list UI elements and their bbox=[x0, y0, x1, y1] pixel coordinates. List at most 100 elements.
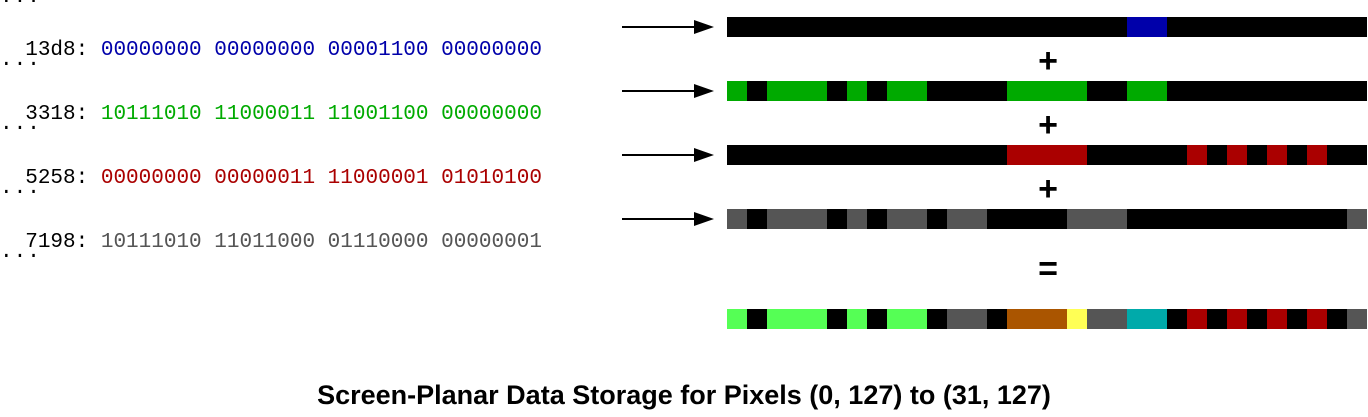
pixel bbox=[1247, 145, 1267, 165]
pixel bbox=[1187, 17, 1207, 37]
pixel bbox=[947, 309, 967, 329]
pixel bbox=[867, 145, 887, 165]
pixel bbox=[747, 209, 767, 229]
pixel bbox=[947, 81, 967, 101]
pixel bbox=[1307, 209, 1327, 229]
pixel bbox=[747, 17, 767, 37]
ellipsis: ... bbox=[0, 113, 41, 136]
pixel bbox=[807, 81, 827, 101]
pixel bbox=[1227, 81, 1247, 101]
pixel bbox=[787, 17, 807, 37]
pixel bbox=[1047, 17, 1067, 37]
plane-address: 7198: bbox=[25, 231, 89, 254]
pixel bbox=[1227, 209, 1247, 229]
pixel bbox=[987, 81, 1007, 101]
pixel-strip-red-plane bbox=[727, 145, 1368, 165]
pixel bbox=[867, 17, 887, 37]
pixel bbox=[1187, 309, 1207, 329]
pixel bbox=[1147, 81, 1167, 101]
pixel bbox=[1187, 209, 1207, 229]
diagram-caption: Screen-Planar Data Storage for Pixels (0… bbox=[317, 380, 1051, 410]
pixel bbox=[727, 145, 747, 165]
pixel bbox=[927, 309, 947, 329]
pixel bbox=[1067, 81, 1087, 101]
pixel bbox=[1067, 209, 1087, 229]
pixel bbox=[1007, 209, 1027, 229]
pixel bbox=[1087, 17, 1107, 37]
pixel bbox=[1287, 145, 1307, 165]
pixel bbox=[887, 309, 907, 329]
pixel bbox=[947, 17, 967, 37]
pixel bbox=[907, 81, 927, 101]
pixel bbox=[787, 309, 807, 329]
pixel bbox=[907, 209, 927, 229]
pixel bbox=[727, 309, 747, 329]
pixel bbox=[1347, 17, 1367, 37]
pixel-strip-combined bbox=[727, 309, 1368, 329]
plane-row-red: 5258: 00000000 00000011 11000001 0101010… bbox=[0, 143, 542, 190]
pixel bbox=[1227, 17, 1247, 37]
pixel bbox=[1327, 81, 1347, 101]
pixel bbox=[1107, 145, 1127, 165]
ellipsis-top: ... bbox=[0, 0, 41, 9]
right-arrow-icon bbox=[622, 84, 714, 98]
pixel bbox=[967, 17, 987, 37]
pixel bbox=[1127, 145, 1147, 165]
pixel bbox=[927, 145, 947, 165]
pixel bbox=[767, 209, 787, 229]
pixel bbox=[1007, 309, 1027, 329]
pixel bbox=[1207, 81, 1227, 101]
pixel bbox=[1247, 309, 1267, 329]
pixel bbox=[1267, 209, 1287, 229]
pixel bbox=[1087, 81, 1107, 101]
pixel bbox=[1167, 17, 1187, 37]
pixel bbox=[1147, 17, 1167, 37]
plane-row-gray: 7198: 10111010 11011000 01110000 0000000… bbox=[0, 207, 542, 254]
pixel bbox=[767, 81, 787, 101]
pixel bbox=[847, 145, 867, 165]
pixel bbox=[827, 209, 847, 229]
pixel bbox=[887, 81, 907, 101]
pixel-strip-green-plane bbox=[727, 81, 1368, 101]
pixel bbox=[1027, 309, 1047, 329]
pixel bbox=[727, 17, 747, 37]
pixel bbox=[1147, 209, 1167, 229]
pixel bbox=[1327, 17, 1347, 37]
pixel bbox=[867, 209, 887, 229]
pixel bbox=[747, 145, 767, 165]
pixel bbox=[1167, 309, 1187, 329]
pixel bbox=[787, 209, 807, 229]
plane-bits: 00000000 00000000 00001100 00000000 bbox=[100, 39, 542, 62]
pixel bbox=[927, 17, 947, 37]
pixel bbox=[807, 309, 827, 329]
pixel bbox=[847, 209, 867, 229]
pixel bbox=[1267, 81, 1287, 101]
pixel bbox=[907, 145, 927, 165]
ellipsis: ... bbox=[0, 241, 41, 264]
pixel bbox=[887, 145, 907, 165]
pixel bbox=[1047, 81, 1067, 101]
pixel bbox=[1047, 309, 1067, 329]
pixel-strip-gray-plane bbox=[727, 209, 1368, 229]
pixel bbox=[1107, 17, 1127, 37]
pixel bbox=[907, 17, 927, 37]
pixel bbox=[947, 209, 967, 229]
plane-bits: 10111010 11000011 11001100 00000000 bbox=[100, 103, 542, 126]
plane-row-green: 3318: 10111010 11000011 11001100 0000000… bbox=[0, 79, 542, 126]
pixel bbox=[787, 81, 807, 101]
pixel bbox=[987, 209, 1007, 229]
pixel bbox=[827, 81, 847, 101]
plane-address: 13d8: bbox=[25, 39, 89, 62]
pixel bbox=[827, 145, 847, 165]
pixel bbox=[767, 145, 787, 165]
pixel bbox=[1007, 145, 1027, 165]
pixel bbox=[1167, 81, 1187, 101]
pixel bbox=[927, 81, 947, 101]
pixel bbox=[1027, 145, 1047, 165]
pixel bbox=[1127, 81, 1147, 101]
pixel bbox=[1027, 81, 1047, 101]
plane-bits: 00000000 00000011 11000001 01010100 bbox=[100, 167, 542, 190]
pixel bbox=[1247, 209, 1267, 229]
pixel bbox=[1207, 209, 1227, 229]
plane-address: 3318: bbox=[25, 103, 89, 126]
